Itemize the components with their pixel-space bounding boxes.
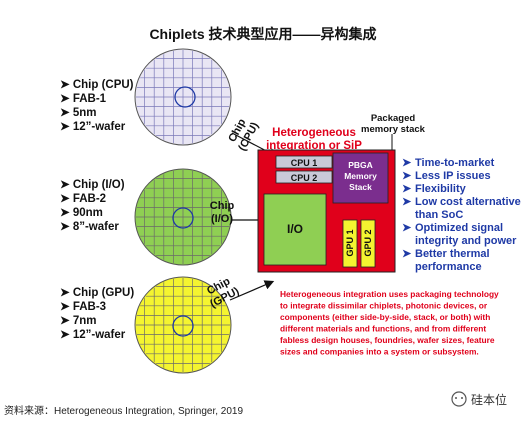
chip-label: Chip(CPU) — [226, 117, 261, 153]
wafer-spec-line: ➤ 12”-wafer — [60, 121, 126, 133]
chip-label-line: (I/O) — [211, 213, 233, 225]
gpu1-die — [342, 219, 358, 268]
io-label: I/O — [287, 222, 303, 236]
pbga-label: PBGA — [348, 160, 373, 170]
benefit-item: than SoC — [415, 209, 463, 221]
benefit-item: Low cost alternative — [415, 196, 521, 208]
wechat-icon-eye — [455, 397, 457, 399]
wafer-3: ➤ Chip (GPU)➤ FAB-3➤ 7nm➤ 12”-waferChip(… — [60, 275, 275, 374]
chip-marker — [172, 207, 194, 229]
benefit-bullet: ➤ — [402, 196, 412, 208]
benefit-bullet: ➤ — [402, 170, 412, 182]
memory-label-line: memory stack — [361, 124, 426, 135]
gpu2-die — [360, 219, 376, 268]
pbga-memory-stack — [332, 152, 389, 204]
wafer-spec-line: ➤ Chip (I/O) — [60, 179, 125, 191]
watermark-text: 硅本位 — [471, 392, 507, 407]
chip-marker — [172, 315, 194, 337]
cpu2-label: CPU 2 — [291, 173, 318, 183]
description-line: fabless design houses, foundries, wafer … — [280, 335, 495, 345]
benefit-item: Better thermal — [415, 248, 490, 260]
description-line: different materials and functions, and f… — [280, 324, 486, 334]
package-heading-line: integration or SiP — [266, 140, 362, 152]
benefit-item: integrity and power — [415, 235, 517, 247]
wafer-2: ➤ Chip (I/O) ➤ FAB-2 ➤ 90nm ➤ 8”-wafer Chip(… — [60, 168, 275, 266]
source-caption: 资料来源：Heterogeneous Integration, Springer… — [4, 406, 244, 417]
wafer-spec-line: ➤ 7nm — [60, 315, 96, 327]
description-line: Heterogeneous integration uses packaging… — [280, 289, 499, 299]
wafer-spec-line: ➤ 12”-wafer — [60, 329, 126, 341]
gpu2-label: GPU 2 — [363, 229, 373, 256]
benefit-item: Optimized signal — [415, 222, 503, 234]
gpu1-label: GPU 1 — [345, 229, 355, 256]
benefit-bullet: ➤ — [402, 222, 412, 234]
wafer-spec-line: ➤ Chip (CPU) — [60, 79, 134, 91]
chip-marker — [174, 86, 196, 108]
wafer-spec-line: ➤ FAB-1 — [60, 93, 107, 105]
benefit-bullet: ➤ — [402, 183, 412, 195]
benefit-item: Less IP issues — [415, 170, 491, 182]
benefit-item: Flexibility — [415, 183, 467, 195]
pbga-label: Memory — [344, 171, 377, 181]
chip-label-line: Chip — [210, 200, 235, 212]
memory-label-line: Packaged — [371, 113, 416, 124]
benefit-item: Time-to-market — [415, 157, 495, 169]
wechat-icon-eye — [461, 397, 463, 399]
benefit-bullet: ➤ — [402, 248, 412, 260]
description-line: sizes and companies into a system or sub… — [280, 347, 479, 357]
cpu1-label: CPU 1 — [291, 158, 318, 168]
watermark: 硅本位 — [451, 391, 507, 407]
wechat-icon — [451, 391, 467, 407]
chip-label: Chip(I/O) — [210, 200, 235, 225]
cpu2-die — [275, 170, 333, 184]
page-title: Chiplets 技术典型应用——异构集成 — [149, 26, 377, 42]
wafer-1: ➤ Chip (CPU) ➤ FAB-1 ➤ 5nm ➤ 12”-wafer Chip(… — [60, 48, 279, 158]
wafer-spec-line: ➤ 90nm — [60, 207, 103, 219]
description: Heterogeneous integration uses packaging… — [280, 289, 499, 357]
arrow — [229, 280, 275, 301]
cpu1-die — [275, 155, 333, 169]
wafer-spec-line: ➤ 8”-wafer — [60, 221, 119, 233]
package-heading-line: Heterogeneous — [272, 127, 356, 139]
benefit-bullet: ➤ — [402, 157, 412, 169]
description-line: to integrate dissimilar chiplets, photon… — [280, 301, 488, 311]
pbga-label: Stack — [349, 182, 372, 192]
benefit-item: performance — [415, 261, 482, 273]
io-die — [263, 193, 327, 266]
description-line: components (either side-by-side, stack, … — [280, 312, 490, 322]
wafer-spec-line: ➤ Chip (GPU) — [60, 287, 134, 299]
benefits-list: ➤Time-to-market➤Less IP issues➤Flexibili… — [402, 157, 521, 273]
wafer-spec-line: ➤ FAB-3 — [60, 301, 106, 313]
wafer-spec-line: ➤ 5nm — [60, 107, 96, 119]
wafer-spec-line: ➤ FAB-2 — [60, 193, 106, 205]
